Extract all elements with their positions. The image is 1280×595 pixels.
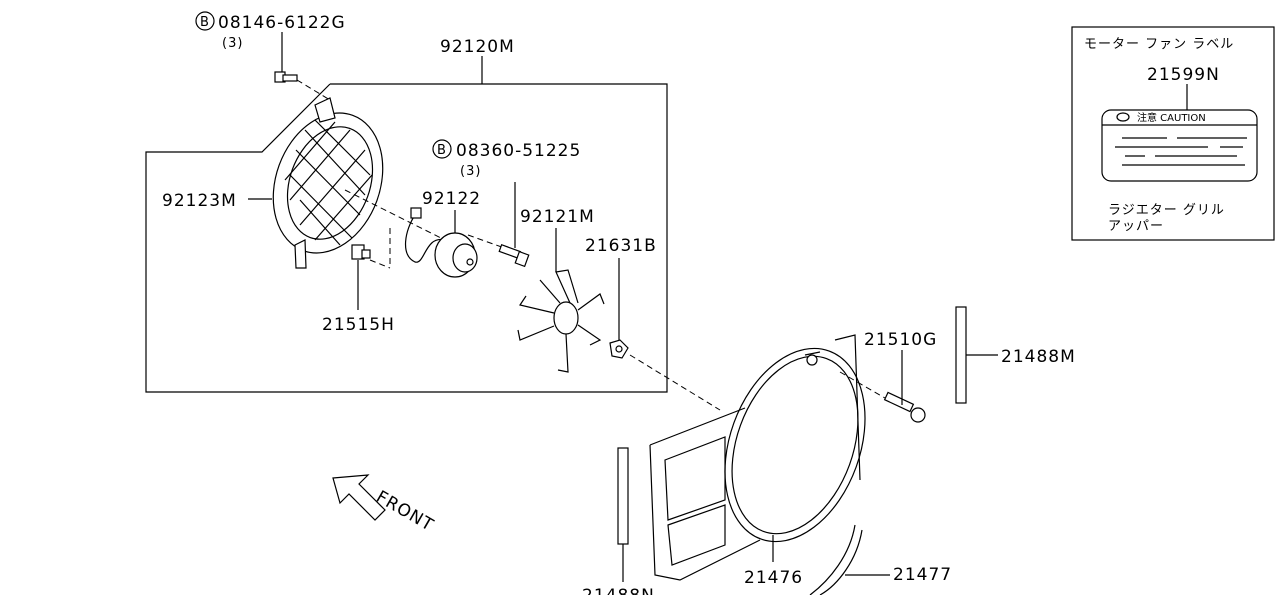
- svg-text:08146-6122G: 08146-6122G: [218, 13, 346, 33]
- fan-shroud-icon: [272, 97, 384, 269]
- seal-lower-icon: [809, 524, 863, 595]
- svg-text:(3): (3): [222, 36, 243, 51]
- front-arrow-icon: [332, 474, 386, 521]
- fan-blade-icon: [517, 269, 605, 373]
- label-fan-assembly: 92120M: [440, 37, 515, 57]
- location-line-1: ラジエター グリル: [1108, 203, 1225, 218]
- fan-motor-icon: [405, 207, 478, 278]
- seal-left-icon: [617, 447, 629, 545]
- assembly-outline: [145, 83, 668, 393]
- label-seal-right: 21488M: [1001, 347, 1076, 367]
- location-line-2: アッパー: [1108, 219, 1164, 234]
- motor-fan-label-box: モーター ファン ラベル 21599N 注意 CAUTION ラジエター グリル…: [1071, 26, 1275, 241]
- label-motor: 92122: [422, 189, 481, 209]
- label-shroud: 21476: [744, 568, 803, 588]
- label-bolt-motor: B 08360-51225 (3): [432, 139, 581, 179]
- nut-icon: [609, 339, 629, 359]
- label-nut: 21631B: [585, 236, 657, 256]
- label-box-title: モーター ファン ラベル: [1084, 37, 1234, 52]
- label-box-part: 21599N: [1147, 65, 1220, 85]
- svg-text:B: B: [200, 15, 210, 30]
- bolt-icon: [883, 391, 926, 423]
- label-seal-lower: 21477: [893, 565, 952, 585]
- label-shroud-fan: 92123M: [162, 191, 237, 211]
- label-bolt-shroud: 21510G: [864, 330, 937, 350]
- caution-text: 注意 CAUTION: [1137, 111, 1206, 124]
- label-bolt-top: B 08146-6122G (3): [195, 11, 346, 51]
- nissan-logo-icon: [1116, 112, 1130, 122]
- seal-right-icon: [955, 306, 967, 404]
- label-fan-blade: 92121M: [520, 207, 595, 227]
- bolt-icon: [274, 71, 298, 83]
- svg-text:B: B: [437, 143, 447, 158]
- front-label: FRONT: [373, 487, 438, 536]
- label-seal-left: 21488N: [582, 586, 655, 595]
- svg-text:(3): (3): [460, 164, 481, 179]
- label-connector: 21515H: [322, 315, 395, 335]
- bolt-icon: [498, 243, 530, 268]
- svg-text:08360-51225: 08360-51225: [456, 141, 581, 161]
- radiator-shroud-icon: [649, 334, 866, 581]
- connector-icon: [351, 244, 371, 260]
